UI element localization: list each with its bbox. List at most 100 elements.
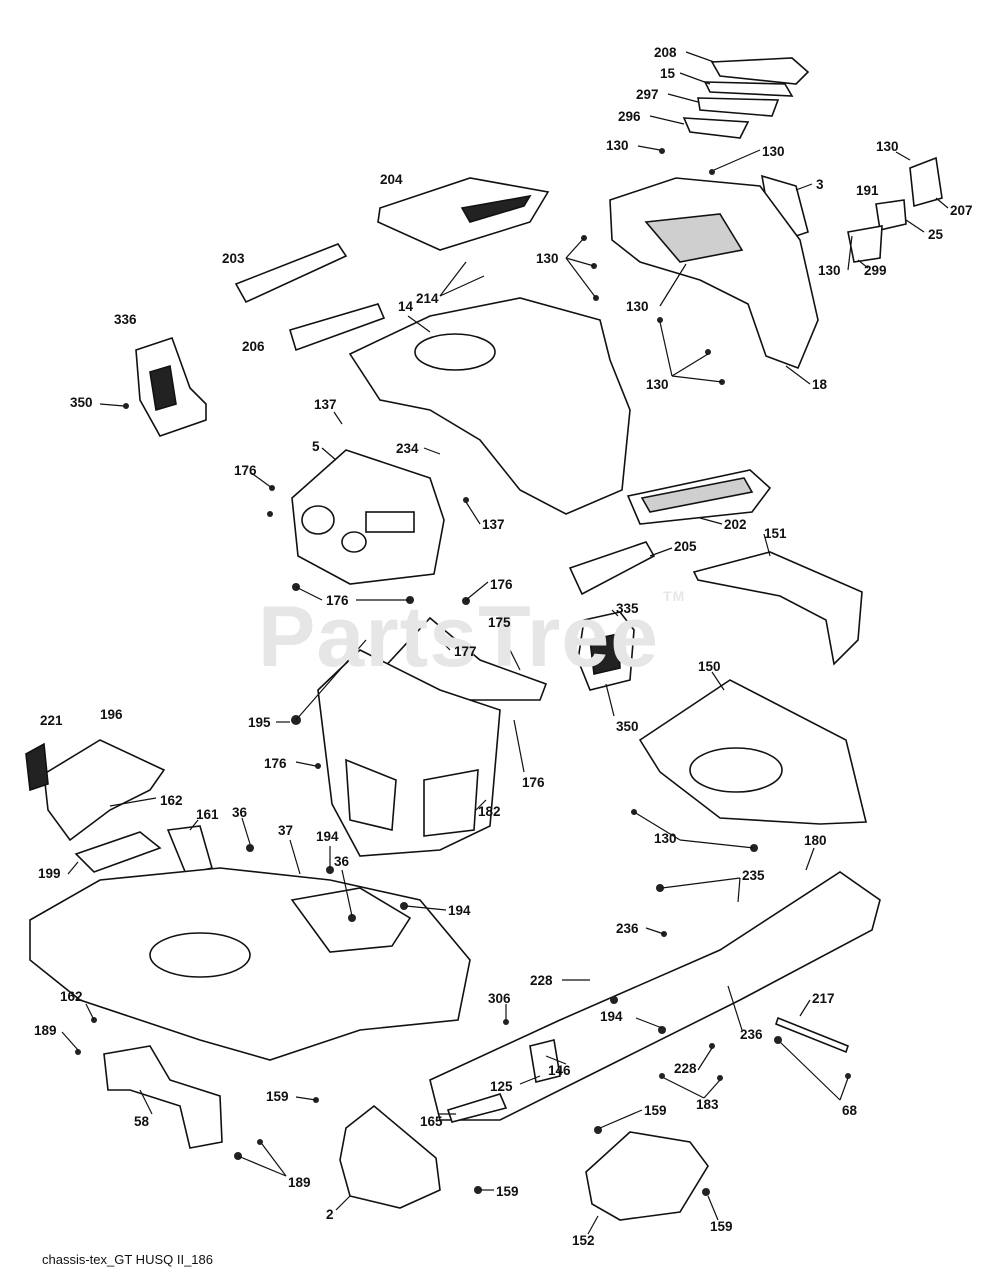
leader-line <box>839 1077 849 1101</box>
leader-line <box>779 1041 841 1101</box>
callout-161: 161 <box>196 807 219 822</box>
fastener <box>845 1073 851 1079</box>
leader-line <box>439 275 485 297</box>
part-203 <box>234 243 348 304</box>
callout-208: 208 <box>654 45 677 60</box>
leader-line <box>905 219 925 233</box>
callout-2: 2 <box>326 1207 334 1222</box>
part-152 <box>585 1131 709 1221</box>
callout-336: 336 <box>114 312 137 327</box>
leader-line <box>611 609 619 617</box>
part-206 <box>289 303 386 352</box>
leader-line <box>475 799 487 811</box>
leader-line <box>61 1031 79 1051</box>
callout-236: 236 <box>616 921 639 936</box>
part-217 <box>775 1016 849 1054</box>
part-335-vent <box>589 633 621 675</box>
callout-137: 137 <box>314 397 337 412</box>
callout-176: 176 <box>264 756 287 771</box>
fastener <box>267 511 273 517</box>
callout-199: 199 <box>38 866 61 881</box>
callout-36: 36 <box>232 805 248 820</box>
leader-line <box>335 1195 351 1211</box>
leader-line <box>439 261 467 297</box>
leader-line <box>599 1109 643 1129</box>
callout-194: 194 <box>316 829 339 844</box>
fastener <box>702 1188 710 1196</box>
callout-183: 183 <box>696 1097 719 1112</box>
part-207 <box>909 156 943 208</box>
leader-line <box>795 183 813 191</box>
part-297 <box>697 97 780 117</box>
fastener <box>717 1075 723 1081</box>
part-150-opening <box>689 747 783 793</box>
callout-236: 236 <box>740 1027 763 1042</box>
part-18-grille <box>644 213 744 263</box>
callout-3: 3 <box>816 177 824 192</box>
leader-line <box>679 72 711 85</box>
leader-line <box>799 999 811 1017</box>
fastener <box>348 914 356 922</box>
fastener <box>326 866 334 874</box>
callout-195: 195 <box>248 715 271 730</box>
leader-line <box>261 1143 287 1177</box>
callout-150: 150 <box>698 659 721 674</box>
part-196 <box>43 739 166 842</box>
leader-line <box>847 235 853 271</box>
leader-line <box>661 877 741 889</box>
leader-line <box>513 719 525 773</box>
callout-202: 202 <box>724 517 747 532</box>
leader-line <box>295 586 323 601</box>
leader-line <box>295 639 367 721</box>
fastener <box>123 403 129 409</box>
callout-162: 162 <box>60 989 83 1004</box>
leader-line <box>465 581 489 601</box>
leader-line <box>587 1215 599 1235</box>
leader-line <box>671 375 723 383</box>
callout-25: 25 <box>928 227 944 242</box>
callout-36: 36 <box>334 854 350 869</box>
callout-194: 194 <box>448 903 471 918</box>
callout-196: 196 <box>100 707 123 722</box>
part-182-panel-2 <box>423 769 479 837</box>
callout-159: 159 <box>496 1184 519 1199</box>
fastener <box>474 1186 482 1194</box>
callout-335: 335 <box>616 601 639 616</box>
leader-line <box>405 905 447 911</box>
callout-296: 296 <box>618 109 641 124</box>
fastener <box>656 884 664 892</box>
callout-206: 206 <box>242 339 265 354</box>
leader-line <box>635 1017 663 1029</box>
leader-line <box>637 145 661 151</box>
callout-228: 228 <box>530 973 553 988</box>
leader-line <box>407 315 431 333</box>
callout-130: 130 <box>626 299 649 314</box>
leader-line <box>659 263 687 307</box>
leader-line <box>645 927 665 935</box>
leader-line <box>295 761 317 767</box>
part-221 <box>25 742 49 792</box>
leader-line <box>697 1047 713 1071</box>
fastener <box>709 169 715 175</box>
part-5-gauge <box>301 505 335 535</box>
leader-line <box>67 861 79 875</box>
callout-152: 152 <box>572 1233 595 1248</box>
leader-line <box>633 811 681 841</box>
callout-194: 194 <box>600 1009 623 1024</box>
callout-180: 180 <box>804 833 827 848</box>
part-5-slot <box>365 511 415 533</box>
callout-159: 159 <box>266 1089 289 1104</box>
leader-line <box>713 149 761 171</box>
part-5-gauge-2 <box>341 531 367 553</box>
callout-130: 130 <box>646 377 669 392</box>
leader-line <box>85 1003 95 1021</box>
callout-177: 177 <box>454 644 477 659</box>
part-202-mesh <box>640 477 754 513</box>
leader-line <box>671 353 709 377</box>
callout-58: 58 <box>134 1114 150 1129</box>
fastener <box>246 844 254 852</box>
callout-204: 204 <box>380 172 403 187</box>
leader-line <box>737 877 741 903</box>
